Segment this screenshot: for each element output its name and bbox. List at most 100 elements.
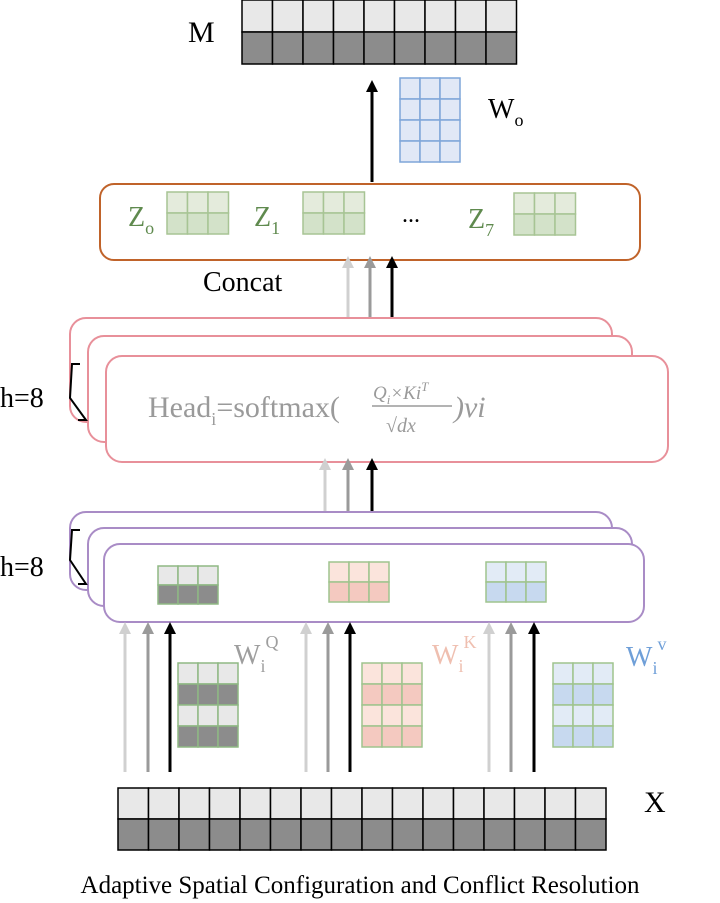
matrix-cell <box>177 584 199 605</box>
matrix-cell <box>197 704 219 727</box>
k-head-matrix <box>328 561 390 603</box>
matrix-cell <box>300 787 333 820</box>
matrix-cell <box>361 725 383 748</box>
matrix-cell <box>332 31 365 65</box>
matrix-cell <box>544 787 577 820</box>
matrix-cell <box>401 662 423 685</box>
ellipsis: ... <box>402 202 420 228</box>
concat-label: Concat <box>203 267 283 298</box>
matrix-cell <box>343 191 366 214</box>
wk-label: WiK <box>432 632 476 676</box>
matrix-cell <box>300 818 333 851</box>
matrix-cell <box>361 818 394 851</box>
matrix-cell <box>147 787 180 820</box>
matrix-cell <box>117 818 150 851</box>
matrix-cell <box>348 561 370 583</box>
wk-matrix <box>361 662 423 748</box>
matrix-cell <box>439 77 461 100</box>
wv-matrix <box>552 662 614 748</box>
matrix-cell <box>177 662 199 685</box>
matrix-cell <box>197 725 219 748</box>
matrix-cell <box>592 683 614 706</box>
matrix-cell <box>424 0 457 33</box>
matrix-cell <box>393 31 426 65</box>
matrix-cell <box>554 213 577 236</box>
matrix-cell <box>592 662 614 685</box>
matrix-cell <box>177 725 199 748</box>
matrix-cell <box>505 581 527 603</box>
matrix-cell <box>166 191 189 214</box>
matrix-cell <box>572 662 594 685</box>
matrix-cell <box>348 581 370 603</box>
z0-matrix <box>166 191 230 235</box>
proj-stack-brace <box>68 529 88 585</box>
matrix-cell <box>399 77 421 100</box>
matrix-cell <box>572 683 594 706</box>
output-matrix <box>241 0 518 65</box>
matrix-cell <box>399 140 421 163</box>
matrix-cell <box>419 98 441 121</box>
matrix-cell <box>574 787 607 820</box>
matrix-cell <box>186 191 209 214</box>
matrix-cell <box>269 818 302 851</box>
matrix-cell <box>381 662 403 685</box>
z1-matrix <box>302 191 366 235</box>
matrix-cell <box>452 818 485 851</box>
matrix-cell <box>513 213 536 236</box>
matrix-cell <box>399 119 421 142</box>
proj-count-label: h=8 <box>0 552 44 583</box>
matrix-cell <box>533 192 556 215</box>
matrix-cell <box>302 31 335 65</box>
matrix-cell <box>513 787 546 820</box>
matrix-cell <box>361 662 383 685</box>
matrix-cell <box>505 561 527 583</box>
matrix-cell <box>419 140 441 163</box>
matrix-cell <box>166 212 189 235</box>
output-weight-matrix <box>399 77 461 163</box>
matrix-cell <box>485 561 507 583</box>
matrix-cell <box>525 561 547 583</box>
matrix-cell <box>197 683 219 706</box>
matrix-cell <box>485 0 518 33</box>
matrix-cell <box>302 212 325 235</box>
matrix-cell <box>157 565 179 586</box>
matrix-cell <box>322 191 345 214</box>
matrix-cell <box>207 212 230 235</box>
matrix-cell <box>207 191 230 214</box>
z7-matrix <box>513 192 577 236</box>
matrix-cell <box>391 787 424 820</box>
matrix-cell <box>592 704 614 727</box>
matrix-cell <box>381 725 403 748</box>
matrix-cell <box>197 662 219 685</box>
matrix-cell <box>525 581 547 603</box>
caption: Adaptive Spatial Configuration and Confl… <box>81 872 640 899</box>
matrix-cell <box>401 725 423 748</box>
matrix-cell <box>269 787 302 820</box>
matrix-cell <box>368 581 390 603</box>
matrix-cell <box>552 725 574 748</box>
matrix-cell <box>454 31 487 65</box>
head-stack-brace <box>68 363 88 421</box>
matrix-cell <box>157 584 179 605</box>
matrix-cell <box>399 98 421 121</box>
matrix-cell <box>117 787 150 820</box>
matrix-cell <box>322 212 345 235</box>
matrix-cell <box>186 212 209 235</box>
matrix-cell <box>454 0 487 33</box>
matrix-cell <box>401 683 423 706</box>
matrix-cell <box>330 787 363 820</box>
q-head-matrix <box>157 565 219 605</box>
matrix-cell <box>419 77 441 100</box>
matrix-cell <box>330 818 363 851</box>
matrix-cell <box>439 119 461 142</box>
matrix-cell <box>178 787 211 820</box>
matrix-cell <box>177 565 199 586</box>
head-formula-suffix: )vi <box>452 391 486 424</box>
matrix-cell <box>302 191 325 214</box>
matrix-cell <box>419 119 441 142</box>
matrix-cell <box>391 818 424 851</box>
matrix-cell <box>368 561 390 583</box>
matrix-cell <box>572 725 594 748</box>
matrix-cell <box>178 818 211 851</box>
